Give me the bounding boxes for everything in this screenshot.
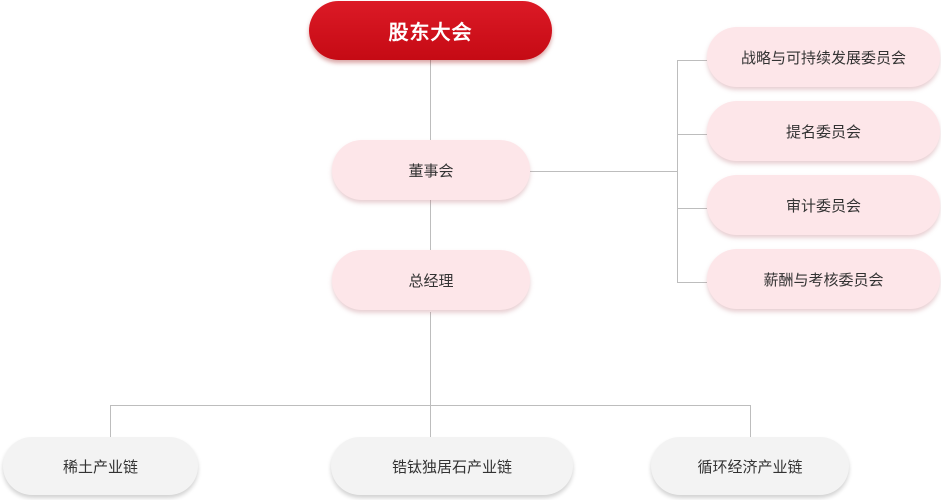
- connector-board-manager: [430, 200, 431, 250]
- connector-committee-4: [677, 282, 707, 283]
- connector-chain-1: [110, 405, 111, 437]
- board-of-directors-node: 董事会: [332, 140, 530, 200]
- connector-committee-1: [677, 60, 707, 61]
- zircon-titanium-monazite-chain-node: 锆钛独居石产业链: [331, 437, 573, 495]
- committee-strategy-node: 战略与可持续发展委员会: [707, 27, 940, 87]
- committee-audit-node: 审计委员会: [707, 175, 940, 235]
- general-manager-node: 总经理: [332, 250, 530, 310]
- connector-committees-vertical: [677, 60, 678, 282]
- connector-top-board: [430, 60, 431, 140]
- committee-compensation-node: 薪酬与考核委员会: [707, 249, 940, 309]
- committee-nomination-node: 提名委员会: [707, 101, 940, 161]
- connector-manager-down: [430, 312, 431, 405]
- connector-chain-2: [430, 405, 431, 437]
- connector-board-committees: [530, 171, 677, 172]
- shareholders-meeting-node: 股东大会: [309, 1, 552, 60]
- connector-committee-2: [677, 134, 707, 135]
- connector-committee-3: [677, 208, 707, 209]
- rare-earth-chain-node: 稀土产业链: [3, 437, 198, 495]
- connector-chain-3: [750, 405, 751, 437]
- circular-economy-chain-node: 循环经济产业链: [651, 437, 849, 495]
